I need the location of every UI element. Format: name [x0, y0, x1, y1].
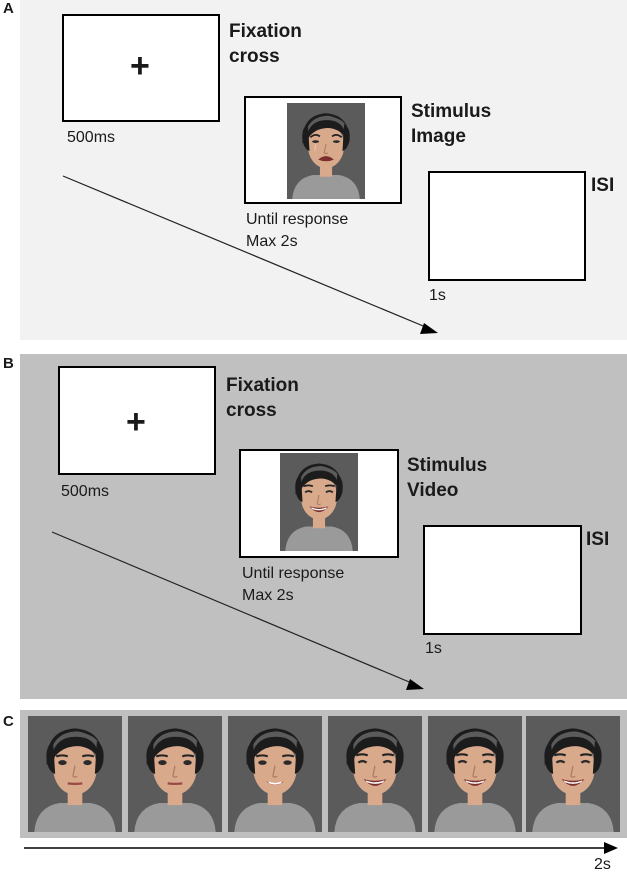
fixation-screen-a: +: [62, 14, 220, 122]
fixation-cross-a: +: [130, 47, 150, 85]
fixation-title-a-line1: Fixation: [229, 21, 302, 42]
stimulus-face-image-a: [287, 103, 365, 199]
fixation-duration-b: 500ms: [61, 483, 110, 500]
isi-screen-a: [428, 171, 586, 281]
stimulus-duration-a-line1: Until response: [246, 211, 349, 228]
stimulus-title-a-line2: Image: [411, 126, 466, 147]
isi-duration-b: 1s: [425, 640, 442, 657]
stimulus-duration-a-line2: Max 2s: [246, 233, 298, 250]
video-frame-5: [428, 716, 522, 832]
time-label-2s: 2s: [594, 856, 611, 873]
stimulus-title-b-line2: Video: [407, 480, 459, 501]
isi-title-b: ISI: [586, 529, 610, 550]
stimulus-face-image-b: [280, 453, 358, 551]
video-frame-strip: [28, 716, 624, 832]
panel-label-a: A: [3, 0, 14, 17]
stimulus-title-a-line1: Stimulus: [411, 101, 492, 122]
video-frame-2: [128, 716, 222, 832]
stimulus-duration-b-line1: Until response: [242, 565, 345, 582]
panel-label-b: B: [3, 355, 14, 372]
video-frame-4: [328, 716, 422, 832]
fixation-title-b-line1: Fixation: [226, 375, 299, 396]
isi-screen-b: [423, 525, 582, 635]
isi-title-a: ISI: [591, 175, 615, 196]
fixation-title-a-line2: cross: [229, 46, 280, 67]
fixation-cross-b: +: [126, 403, 146, 441]
isi-duration-a: 1s: [429, 287, 446, 304]
fixation-title-b-line2: cross: [226, 400, 277, 421]
video-frame-3: [228, 716, 322, 832]
panel-label-c: C: [3, 713, 14, 730]
fixation-screen-b: +: [58, 366, 216, 475]
video-frame-1: [28, 716, 122, 832]
stimulus-title-b-line1: Stimulus: [407, 455, 488, 476]
fixation-duration-a: 500ms: [67, 129, 116, 146]
stimulus-duration-b-line2: Max 2s: [242, 587, 294, 604]
video-frame-6: [526, 716, 620, 832]
